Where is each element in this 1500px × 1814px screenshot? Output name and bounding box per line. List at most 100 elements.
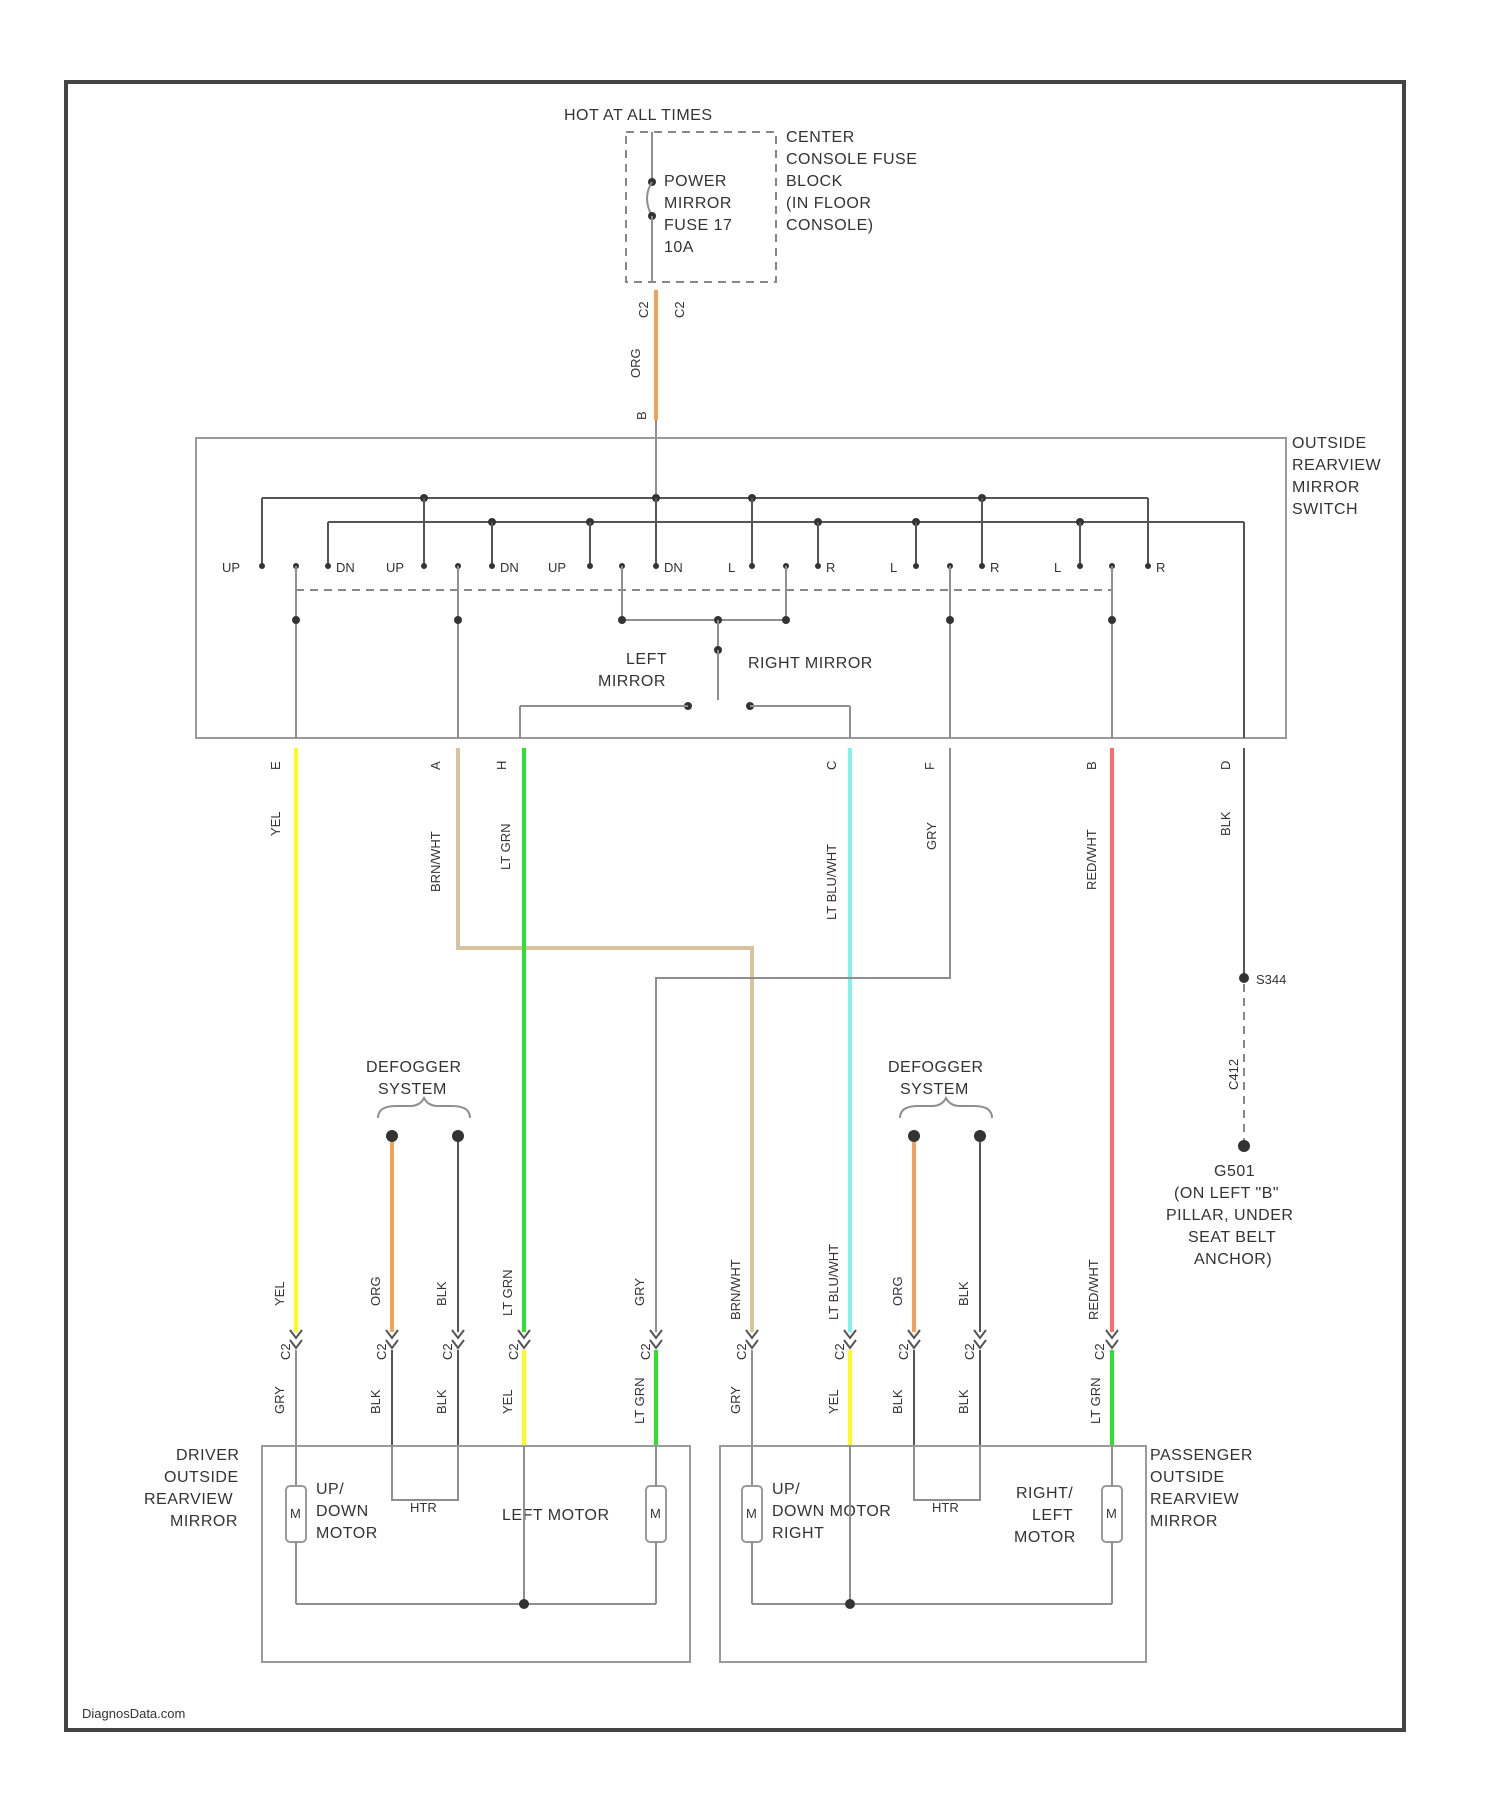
left-lower-color-1: GRY [272, 1386, 287, 1414]
left-upper-color-2: ORG [368, 1276, 383, 1306]
left-pin-1: C2 [278, 1343, 293, 1360]
contact-label-7: L [728, 560, 735, 575]
right-upper-color-2: LT BLU/WHT [826, 1244, 841, 1320]
passenger-heater-label: HTR [932, 1500, 959, 1515]
ground-location-4: SEAT BELT [1188, 1229, 1276, 1246]
switch-outline [196, 438, 1286, 738]
ground-symbol [1238, 1140, 1250, 1152]
right-lower-color-1: GRY [728, 1386, 743, 1414]
right-pin-2: C2 [832, 1343, 847, 1360]
ground-splice: S344 [1256, 972, 1286, 987]
driver-mirror: DRIVER OUTSIDE REARVIEW MIRROR M UP/ DOW… [144, 1446, 690, 1662]
credit-text: DiagnosData.com [82, 1706, 185, 1721]
contact-label-6: DN [664, 560, 683, 575]
fuse-name-line-4: 10A [664, 239, 694, 256]
contact-label-2: DN [336, 560, 355, 575]
driver-left-motor-symbol: M [650, 1506, 661, 1521]
left-mirror-line-2: MIRROR [598, 673, 666, 690]
fuse-name-line-1: POWER [664, 173, 727, 190]
passenger-label-line-3: REARVIEW [1150, 1491, 1239, 1508]
wire-color-2: BRN/WHT [428, 831, 443, 892]
left-pin-5: C2 [638, 1343, 653, 1360]
driver-heater-label: HTR [410, 1500, 437, 1515]
driver-updown-line-3: MOTOR [316, 1525, 378, 1542]
contact-label-3: UP [386, 560, 404, 575]
mirror-connectors: C2 C2 C2 C2 C2 C2 C2 C2 C2 C2 [278, 1330, 1118, 1360]
passenger-heater [914, 1446, 980, 1500]
defogger-right-brace [900, 1098, 992, 1118]
passenger-updown-line-3: RIGHT [772, 1525, 824, 1542]
contact-label-5: UP [548, 560, 566, 575]
switch-pin-5: F [922, 762, 937, 770]
driver-heater [392, 1446, 458, 1500]
ground-location-3: PILLAR, UNDER [1166, 1207, 1293, 1224]
contact-label-11: L [1054, 560, 1061, 575]
switch-pin-4: C [824, 761, 839, 770]
passenger-rl-motor-symbol: M [1106, 1506, 1117, 1521]
contact-label-8: R [826, 560, 835, 575]
switch-pin-3: H [494, 761, 509, 770]
driver-label-line-1: DRIVER [176, 1447, 239, 1464]
driver-updown-line-1: UP/ [316, 1481, 344, 1498]
fuse-symbol [647, 182, 652, 216]
wire-gry [656, 748, 950, 1332]
fuse-block-line-1: CENTER [786, 129, 855, 146]
left-upper-color-3: BLK [434, 1281, 449, 1306]
fuse-pin-b: C2 [672, 301, 687, 318]
left-lower-color-4: YEL [500, 1389, 515, 1414]
fuse-feed-wire-color: ORG [628, 348, 643, 378]
switch-label-line-1: OUTSIDE [1292, 435, 1367, 452]
switch-label-line-2: REARVIEW [1292, 457, 1381, 474]
hot-at-all-times-label: HOT AT ALL TIMES [564, 107, 713, 124]
contact-label-12: R [1156, 560, 1165, 575]
wire-color-5: GRY [924, 822, 939, 850]
right-harness-lower: GRY YEL BLK BLK LT GRN [728, 1350, 1112, 1486]
right-pin-4: C2 [962, 1343, 977, 1360]
passenger-mirror: PASSENGER OUTSIDE REARVIEW MIRROR M UP/ … [720, 1446, 1253, 1662]
switch-pin-6: B [1084, 761, 1099, 770]
right-lower-color-2: YEL [826, 1389, 841, 1414]
wire-color-4: LT BLU/WHT [824, 844, 839, 920]
switch-feed-connector: B [634, 411, 649, 420]
fuse-name-line-2: MIRROR [664, 195, 732, 212]
left-pin-4: C2 [506, 1343, 521, 1360]
contact-label-10: R [990, 560, 999, 575]
wire-color-7: BLK [1218, 811, 1233, 836]
driver-label-line-2: OUTSIDE [164, 1469, 239, 1486]
driver-updown-line-2: DOWN [316, 1503, 369, 1520]
defogger-left-line-2: SYSTEM [378, 1081, 447, 1098]
fuse-block-line-2: CONSOLE FUSE [786, 151, 917, 168]
fuse-block-line-3: BLOCK [786, 173, 843, 190]
right-upper-color-1: BRN/WHT [728, 1259, 743, 1320]
wire-color-6: RED/WHT [1084, 829, 1099, 890]
left-lower-color-3: BLK [434, 1389, 449, 1414]
switch-label-line-4: SWITCH [1292, 501, 1358, 518]
ground-location-2: (ON LEFT "B" [1174, 1185, 1279, 1202]
ground-connector: C412 [1226, 1059, 1241, 1090]
left-mirror-line-1: LEFT [626, 651, 667, 668]
defogger-left-brace [378, 1098, 470, 1118]
right-upper-color-5: RED/WHT [1086, 1259, 1101, 1320]
driver-updown-motor-symbol: M [290, 1506, 301, 1521]
fuse-name-line-3: FUSE 17 [664, 217, 732, 234]
defogger-right-line-2: SYSTEM [900, 1081, 969, 1098]
fuse-block: HOT AT ALL TIMES POWER MIRROR FUSE 17 10… [564, 107, 917, 282]
left-upper-color-4: LT GRN [500, 1270, 515, 1316]
switch-pin-2: A [428, 761, 443, 770]
passenger-rl-line-2: LEFT [1032, 1507, 1073, 1524]
defogger-left-line-1: DEFOGGER [366, 1059, 462, 1076]
left-pin-2: C2 [374, 1343, 389, 1360]
passenger-updown-line-2: DOWN MOTOR [772, 1503, 891, 1520]
contact-label-9: L [890, 560, 897, 575]
passenger-updown-motor-symbol: M [746, 1506, 757, 1521]
switch-label-line-3: MIRROR [1292, 479, 1360, 496]
right-lower-color-4: BLK [956, 1389, 971, 1414]
wire-color-1: YEL [268, 811, 283, 836]
driver-label-line-4: MIRROR [170, 1513, 238, 1530]
fuse-block-line-5: CONSOLE) [786, 217, 874, 234]
switch-pin-7: D [1218, 761, 1233, 770]
mirror-switch: OUTSIDE REARVIEW MIRROR SWITCH UP DN UP … [196, 435, 1381, 738]
right-pin-3: C2 [896, 1343, 911, 1360]
left-lower-color-5: LT GRN [632, 1378, 647, 1424]
passenger-rl-line-3: MOTOR [1014, 1529, 1076, 1546]
